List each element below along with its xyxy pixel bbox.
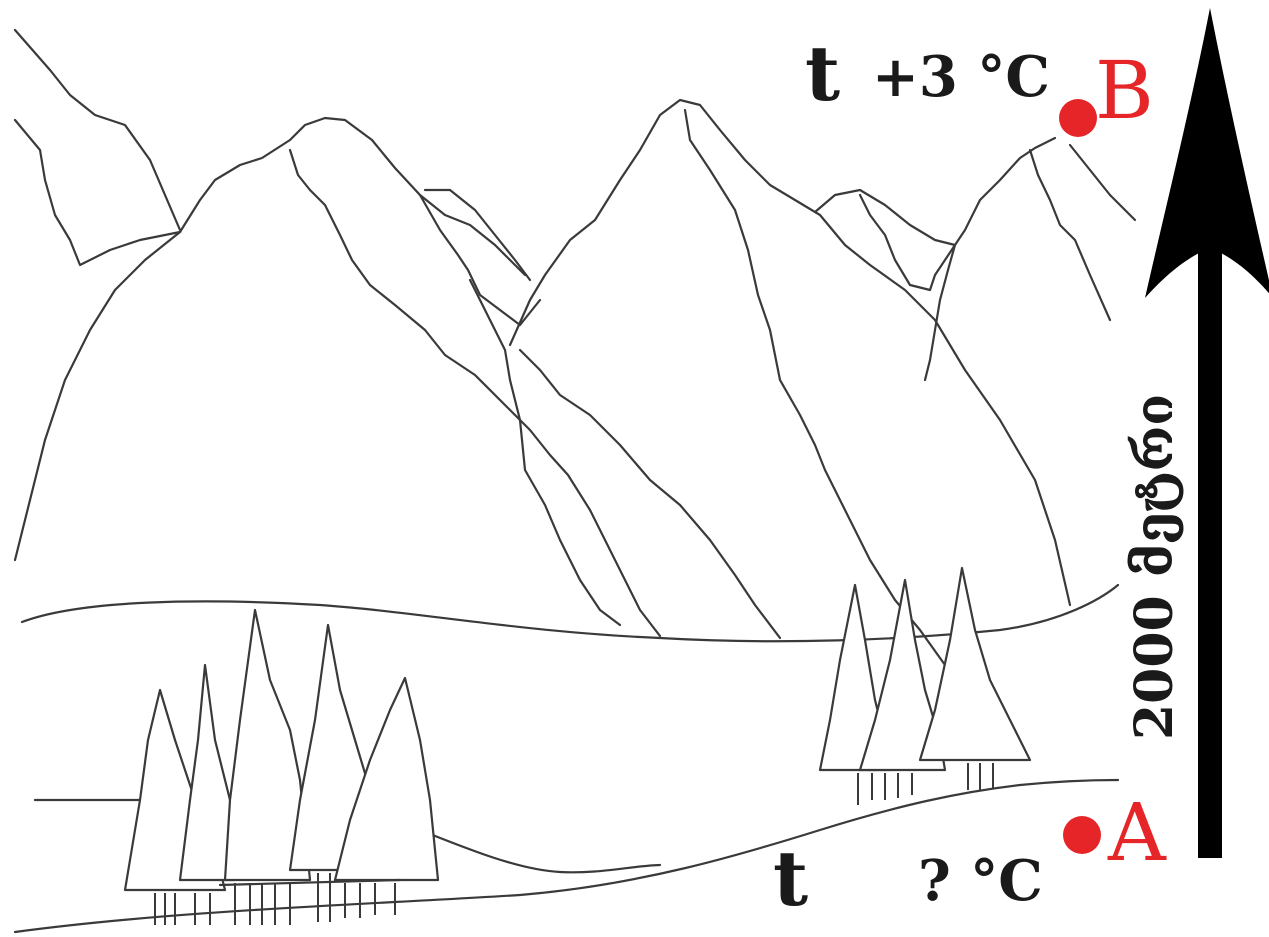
altitude-arrow bbox=[1145, 8, 1269, 858]
tree bbox=[333, 676, 440, 882]
ground-lines bbox=[13, 583, 1120, 934]
tree bbox=[223, 608, 312, 882]
tree bbox=[918, 566, 1032, 762]
right-forest bbox=[818, 566, 1032, 805]
left-mountain bbox=[13, 116, 662, 638]
middle-mountain bbox=[508, 98, 1072, 667]
left-forest bbox=[123, 608, 440, 925]
far-left-ridges bbox=[13, 28, 182, 267]
right-mountain bbox=[813, 136, 1137, 382]
tree bbox=[858, 578, 947, 772]
tree bbox=[178, 663, 237, 882]
